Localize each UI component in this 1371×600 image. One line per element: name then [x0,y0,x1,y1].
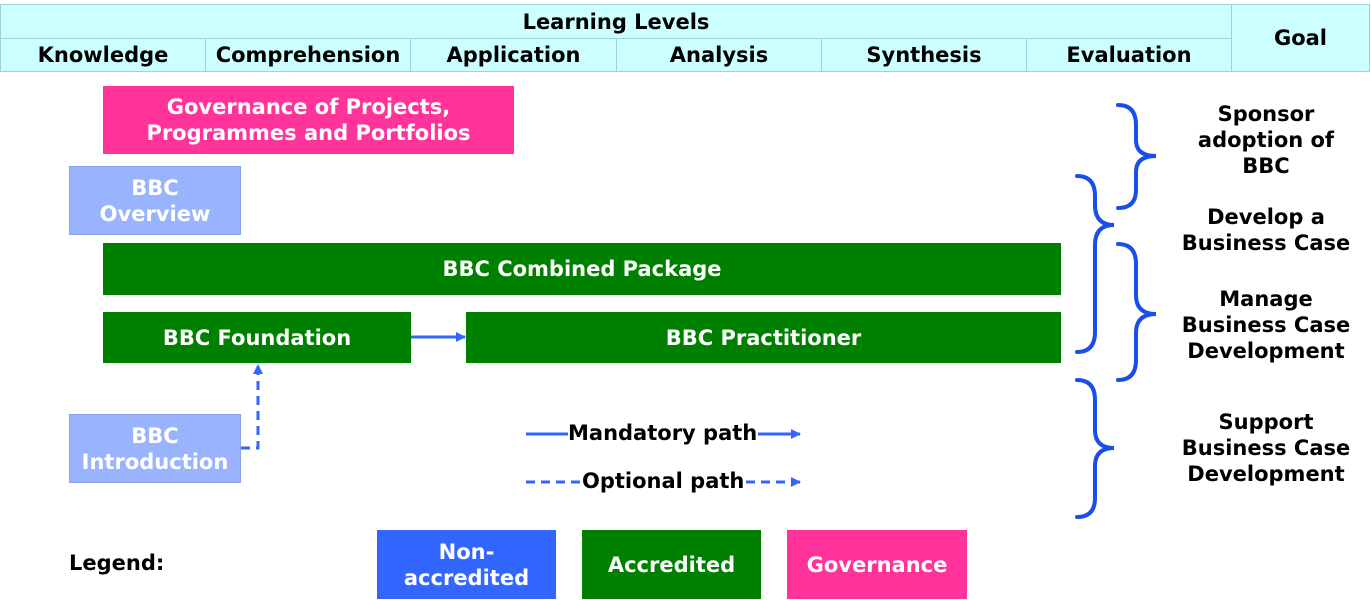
bbc-introduction-course: BBC Introduction [69,414,241,483]
legend-accredited: Accredited [582,530,761,599]
legend-governance: Governance [787,530,967,599]
legend-label: Legend: [69,551,165,575]
optional-path-label: Optional path [582,469,745,493]
learning-levels-header: Learning Levels [0,4,1232,39]
bbc-overview-course: BBC Overview [69,166,241,235]
level-analysis: Analysis [616,38,822,72]
level-evaluation: Evaluation [1026,38,1232,72]
bbc-foundation-course: BBC Foundation [103,312,411,363]
goal-sponsor-adoption: Sponsor adoption of BBC [1197,102,1335,178]
bbc-combined-package: BBC Combined Package [103,243,1061,295]
brace-manage [1116,242,1157,382]
level-comprehension: Comprehension [205,38,411,72]
brace-develop [1075,174,1115,354]
brace-sponsor [1116,103,1157,210]
governance-course: Governance of Projects, Programmes and P… [103,86,514,154]
level-knowledge: Knowledge [0,38,206,72]
goal-header: Goal [1231,4,1370,72]
goal-manage-development: Manage Business Case Development [1181,287,1351,363]
brace-support [1075,378,1115,519]
legend-non-accredited: Non-accredited [377,530,556,599]
bbc-practitioner-course: BBC Practitioner [466,312,1061,363]
goal-develop-business-case: Develop a Business Case [1181,205,1351,255]
goal-support-development: Support Business Case Development [1181,410,1351,486]
level-application: Application [410,38,617,72]
mandatory-path-label: Mandatory path [568,421,758,445]
level-synthesis: Synthesis [821,38,1027,72]
introduction-to-foundation-arrow [241,364,263,450]
